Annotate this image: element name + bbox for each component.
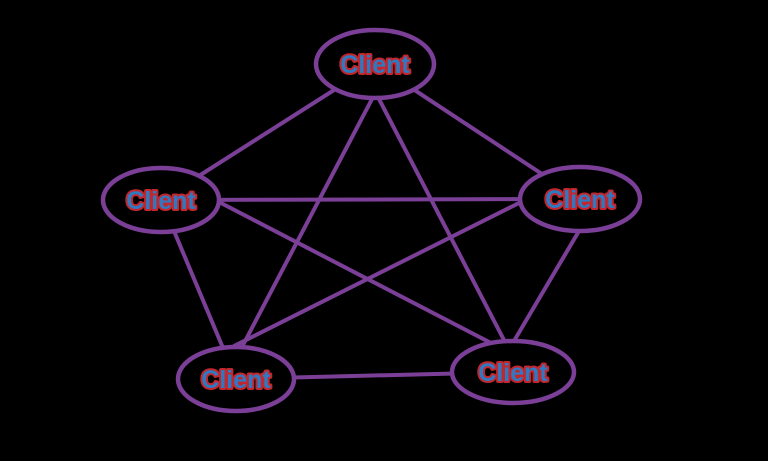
client-node-label-left: Client (126, 187, 196, 215)
client-node-ellipse-right (517, 164, 643, 234)
client-node-ellipse-left (100, 165, 222, 235)
edge-line-top-bottom-left (240, 97, 374, 349)
edge-line-top-bottom-right (377, 97, 507, 344)
client-node-ellipse-bottom-right (449, 338, 577, 406)
client-node-label-bottom-left: Client (201, 366, 271, 394)
client-node-label-bottom-right: Client (478, 359, 548, 387)
edge-line-left-right (159, 197, 582, 202)
edge-line-left-bottom-right (217, 200, 493, 345)
edge-line-right-bottom-left (232, 200, 523, 348)
client-node-ellipse-top (313, 27, 437, 101)
client-node-label-right: Client (545, 186, 615, 214)
client-node-label-top: Client (340, 51, 410, 79)
edge-line-right-bottom-right (512, 229, 581, 343)
client-node-ellipse-bottom-left (175, 344, 297, 414)
